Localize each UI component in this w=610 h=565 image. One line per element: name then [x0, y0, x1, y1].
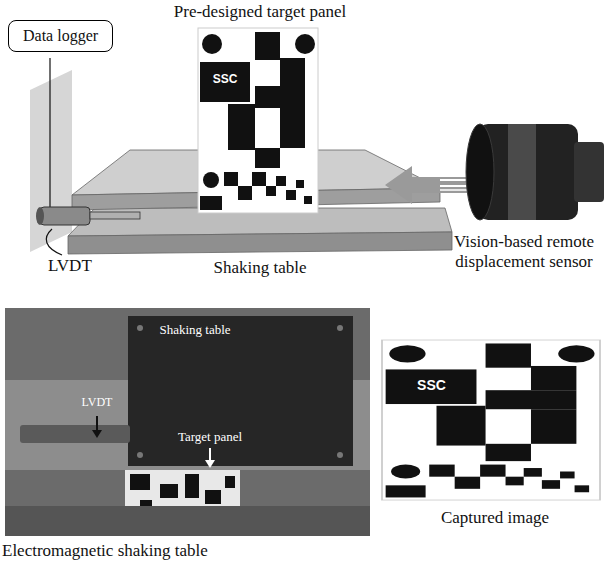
table-base-front	[68, 232, 452, 254]
part-label: Shaking table	[190, 258, 330, 278]
view-arrow	[385, 166, 472, 204]
photo-ground	[5, 308, 370, 536]
target-panel	[198, 28, 318, 213]
photo-panel-block	[130, 474, 150, 490]
panel-mark: SSC	[386, 377, 477, 393]
photo-arrow	[209, 448, 211, 462]
figure-caption: Captured image	[410, 508, 580, 528]
photo-panel-block	[225, 476, 235, 488]
photo-label: LVDT	[74, 396, 120, 410]
arrow-stripe	[440, 179, 470, 181]
photo-bolt	[337, 325, 343, 331]
photo-panel-block	[205, 490, 221, 504]
lvdt-rod	[90, 212, 140, 219]
camera-back	[574, 142, 604, 202]
photo-arrowhead	[92, 430, 102, 438]
photo-label: Shaking table	[135, 323, 255, 338]
arrow-stripe	[440, 185, 470, 187]
photo-bolt	[337, 452, 343, 458]
box-text: Data logger	[23, 27, 98, 45]
figure-caption: Electromagnetic shaking table	[2, 541, 262, 561]
panel-title: Pre-designed target panel	[150, 2, 370, 22]
photo-base	[5, 506, 370, 536]
device-box: Data logger	[8, 20, 113, 52]
captured-ground	[382, 340, 600, 500]
photo-bolt	[137, 452, 143, 458]
photo-panel-block	[160, 484, 178, 498]
photo-bolt	[137, 325, 143, 331]
lvdt-body	[40, 207, 90, 225]
photo-arrow	[96, 416, 98, 432]
photo-arrowhead	[205, 460, 215, 468]
part-label: LVDT	[48, 256, 108, 276]
captured-panel	[382, 340, 600, 500]
panel-mark: SSC	[200, 73, 250, 87]
leader-line	[46, 229, 62, 255]
photo-panel-block	[185, 474, 199, 498]
arrow-stripe	[440, 189, 470, 191]
photo-table	[128, 316, 353, 466]
photo-lvdt	[20, 425, 130, 443]
sensor-label: Vision-based remote displacement sensor	[442, 232, 606, 271]
camera-lens	[466, 124, 494, 220]
camera-ring	[508, 124, 536, 220]
photo-label: Target panel	[160, 430, 260, 445]
logger-wire	[49, 58, 50, 207]
lvdt-end	[36, 207, 44, 225]
